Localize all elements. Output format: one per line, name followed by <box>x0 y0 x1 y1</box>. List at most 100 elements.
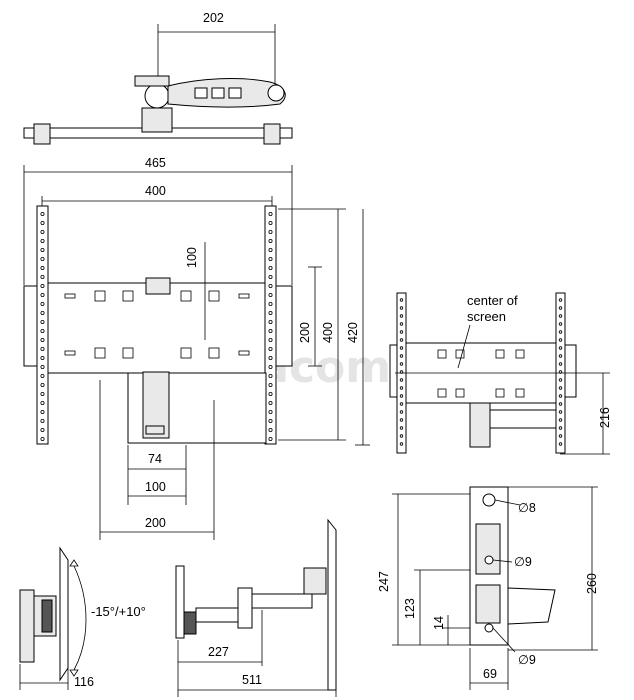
rail-hole <box>268 364 273 369</box>
mounting-slot <box>238 293 250 299</box>
rail-hole <box>558 354 563 358</box>
mounting-slot <box>64 293 76 299</box>
center-square <box>455 388 465 398</box>
rail-hole <box>399 322 404 326</box>
rail-hole <box>40 229 45 234</box>
front-height-420: 420 <box>346 322 360 343</box>
wall-gap-14: 14 <box>432 616 446 630</box>
rail-hole <box>268 373 273 378</box>
rail-hole <box>40 319 45 324</box>
rail-hole <box>399 306 404 310</box>
rail-hole <box>268 238 273 243</box>
rail-hole <box>40 400 45 405</box>
rail-hole <box>399 426 404 430</box>
rail-hole <box>40 274 45 279</box>
mounting-slot <box>64 350 76 356</box>
rail-hole <box>40 436 45 441</box>
center-label-line2: screen <box>467 309 506 324</box>
rail-hole <box>268 256 273 261</box>
rail-hole <box>40 238 45 243</box>
tilt-view: -15°/+10° 116 <box>19 546 146 690</box>
front-height-200: 200 <box>298 322 312 343</box>
rail-hole <box>268 229 273 234</box>
arm-retracted-227: 227 <box>208 645 229 659</box>
front-base-74: 74 <box>148 452 162 466</box>
rail-hole <box>40 418 45 423</box>
center-square <box>437 388 447 398</box>
rail-hole <box>268 319 273 324</box>
wall-height-247: 247 <box>377 571 391 592</box>
rail-hole <box>268 427 273 432</box>
mounting-square <box>94 347 106 359</box>
wall-width-69: 69 <box>483 667 497 681</box>
center-offset-216: 216 <box>598 407 612 428</box>
rail-holes <box>40 211 273 441</box>
rail-hole <box>399 394 404 398</box>
rail-hole <box>399 354 404 358</box>
rail-hole <box>399 338 404 342</box>
rail-hole <box>558 346 563 350</box>
rail-hole <box>399 434 404 438</box>
rail-hole <box>268 382 273 387</box>
rail-hole <box>399 402 404 406</box>
rail-hole <box>40 265 45 270</box>
front-base-200: 200 <box>145 516 166 530</box>
rail-hole <box>268 310 273 315</box>
mounting-square <box>94 290 106 302</box>
center-square <box>437 349 447 359</box>
mounting-square <box>122 290 134 302</box>
rail-hole <box>268 400 273 405</box>
rail-hole <box>558 322 563 326</box>
tilt-angle: -15°/+10° <box>91 604 146 619</box>
rail-hole <box>268 220 273 225</box>
wall-height-260: 260 <box>585 573 599 594</box>
rail-hole <box>558 314 563 318</box>
rail-hole <box>40 382 45 387</box>
center-squares <box>399 298 563 446</box>
rail-hole <box>399 330 404 334</box>
rail-hole <box>268 265 273 270</box>
rail-hole <box>558 394 563 398</box>
rail-hole <box>268 301 273 306</box>
rail-hole <box>399 362 404 366</box>
rail-hole <box>268 409 273 414</box>
rail-hole <box>558 442 563 446</box>
rail-hole <box>40 409 45 414</box>
rail-hole <box>268 328 273 333</box>
rail-hole <box>268 283 273 288</box>
rail-hole <box>40 391 45 396</box>
rail-hole <box>40 310 45 315</box>
rail-hole <box>399 386 404 390</box>
rail-hole <box>399 378 404 382</box>
rail-hole <box>40 292 45 297</box>
rail-hole <box>558 418 563 422</box>
mounting-slot <box>238 350 250 356</box>
rail-hole <box>558 386 563 390</box>
rail-hole <box>268 418 273 423</box>
hole-bottom-dia: ∅9 <box>518 653 536 667</box>
rail-hole <box>558 298 563 302</box>
rail-hole <box>268 436 273 441</box>
rail-hole <box>399 418 404 422</box>
rail-hole <box>558 426 563 430</box>
rail-hole <box>40 355 45 360</box>
rail-hole <box>268 274 273 279</box>
center-square <box>455 349 465 359</box>
rail-hole <box>40 328 45 333</box>
rail-hole <box>40 427 45 432</box>
rail-hole <box>558 410 563 414</box>
wall-plate-view: ∅8 ∅9 ∅9 247 260 123 14 69 <box>377 486 599 690</box>
center-square <box>495 349 505 359</box>
rail-hole <box>40 373 45 378</box>
mounting-square <box>208 347 220 359</box>
tilt-depth-116: 116 <box>74 675 94 689</box>
rail-hole <box>558 306 563 310</box>
top-view: 202 <box>23 11 293 145</box>
rail-hole <box>558 402 563 406</box>
center-square <box>515 349 525 359</box>
rail-hole <box>40 337 45 342</box>
front-view: 465 400 100 200 400 420 <box>23 156 370 540</box>
rail-hole <box>558 378 563 382</box>
mounting-square <box>180 347 192 359</box>
